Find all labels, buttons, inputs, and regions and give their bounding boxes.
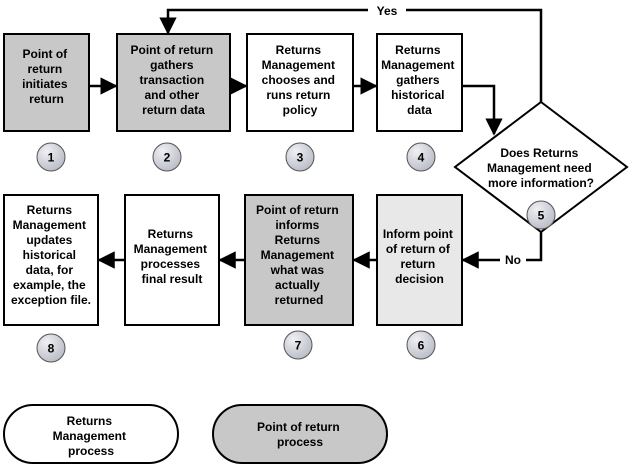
node-initiate-return: Point of return initiates return xyxy=(3,33,90,132)
arrow-decision-yes-loop xyxy=(159,8,543,102)
svg-text:Returns Management: Returns Management gathers historical da… xyxy=(381,43,458,117)
svg-text:6: 6 xyxy=(418,339,425,353)
step-badge-3: 3 xyxy=(285,142,315,172)
arrow-4-to-decision xyxy=(462,84,503,136)
no-label: No xyxy=(505,253,521,267)
svg-text:Returns Management: Returns Management processes final resul… xyxy=(134,227,211,286)
yes-label: Yes xyxy=(377,4,398,18)
svg-text:4: 4 xyxy=(418,151,425,165)
node-run-return-policy: Returns Management chooses and runs retu… xyxy=(246,33,354,132)
svg-text:Returns Management: Returns Management updates historical da… xyxy=(11,203,91,307)
arrow-decision-no xyxy=(461,232,543,269)
node-gather-historical-data: Returns Management gathers historical da… xyxy=(376,33,463,132)
node-gather-transaction-data: Point of return gathers transaction and … xyxy=(116,33,231,132)
node-update-historical-data: Returns Management updates historical da… xyxy=(3,194,99,326)
svg-text:Inform point of return o: Inform point of return of return decisio… xyxy=(383,227,456,286)
svg-text:8: 8 xyxy=(48,342,55,356)
legend-point-of-return: Point of return process xyxy=(212,404,388,464)
step-badge-8: 8 xyxy=(36,333,66,363)
step-badge-6: 6 xyxy=(406,330,436,360)
node-inform-actually-returned: Point of return informs Returns Manageme… xyxy=(244,194,354,326)
step-badge-1: 1 xyxy=(36,142,66,172)
svg-text:2: 2 xyxy=(164,151,171,165)
svg-text:Returns Management: Returns Management process xyxy=(53,414,130,458)
legend-returns-management: Returns Management process xyxy=(3,404,179,464)
svg-text:Point of return process: Point of return process xyxy=(257,420,343,449)
svg-text:Does Returns Management: Does Returns Management need more inform… xyxy=(487,146,595,190)
svg-text:Returns Management: Returns Management chooses and runs retu… xyxy=(262,43,339,117)
svg-text:Point of return informs: Point of return informs Returns Manageme… xyxy=(256,203,342,307)
svg-text:3: 3 xyxy=(297,151,304,165)
step-badge-4: 4 xyxy=(406,142,436,172)
node-inform-return-decision: Inform point of return of return decisio… xyxy=(376,194,463,326)
svg-text:5: 5 xyxy=(538,209,545,223)
svg-text:Point of return gathers: Point of return gathers transaction and … xyxy=(130,43,216,117)
step-badge-2: 2 xyxy=(152,142,182,172)
step-badge-7: 7 xyxy=(283,330,313,360)
node-process-final-result: Returns Management processes final resul… xyxy=(124,194,220,326)
svg-text:Point of return in: Point of return initiates return xyxy=(22,47,71,106)
svg-text:1: 1 xyxy=(48,151,55,165)
step-badge-5: 5 xyxy=(526,200,556,230)
svg-text:7: 7 xyxy=(295,339,302,353)
